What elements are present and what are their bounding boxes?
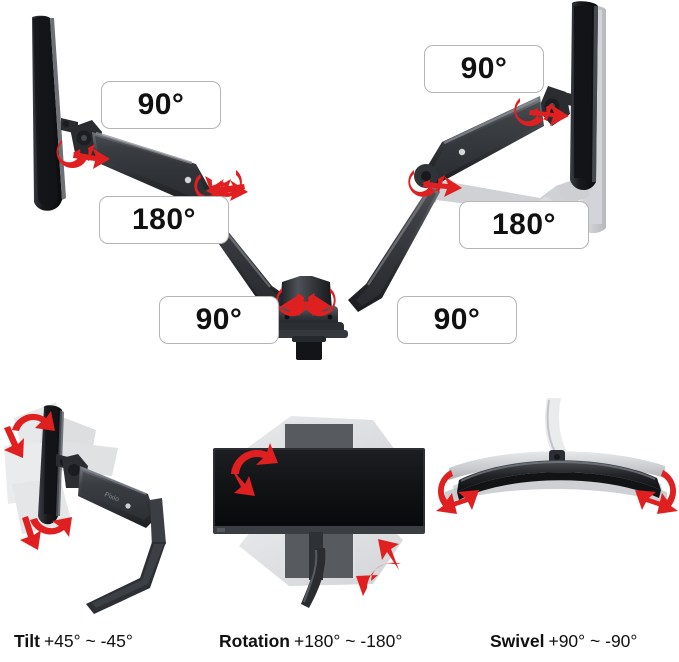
caption-tilt-range: +45° ~ -45° xyxy=(43,631,133,651)
angle-badge-right-tilt: 90° xyxy=(424,45,544,93)
arrow-base-right xyxy=(281,288,336,317)
caption-row: Tilt+45° ~ -45° Rotation+180° ~ -180° Sw… xyxy=(0,626,679,662)
swivel-monitor xyxy=(457,460,661,500)
angle-badge-base-right: 90° xyxy=(397,296,517,344)
caption-swivel-name: Swivel xyxy=(490,631,545,651)
tilt-illustration-panel: Pixio xyxy=(0,392,200,622)
angle-badge-left-tilt: 90° xyxy=(101,81,221,129)
right-arm xyxy=(348,86,570,312)
rotation-illustration xyxy=(213,416,425,608)
tilt-illustration: Pixio xyxy=(4,402,166,614)
swivel-illustration xyxy=(436,398,678,514)
caption-tilt-name: Tilt xyxy=(14,631,40,651)
caption-swivel-range: +90° ~ -90° xyxy=(548,631,638,651)
angle-badge-left-elbow: 180° xyxy=(99,196,229,244)
rotation-illustration-panel xyxy=(205,392,430,622)
right-monitor xyxy=(556,1,598,191)
rotation-arrows xyxy=(56,98,569,317)
angle-badge-right-elbow: 180° xyxy=(459,201,589,249)
rotation-stand xyxy=(301,532,326,608)
swivel-illustration-panel xyxy=(435,392,679,622)
dual-arm-illustration xyxy=(31,1,606,360)
arrow-right-elbow xyxy=(408,170,462,197)
caption-swivel: Swivel+90° ~ -90° xyxy=(490,630,637,652)
arrow-left-elbow xyxy=(194,170,248,201)
caption-tilt: Tilt+45° ~ -45° xyxy=(14,630,133,652)
left-monitor xyxy=(31,15,78,211)
tilt-arm xyxy=(62,454,166,614)
angle-badge-base-left: 90° xyxy=(159,296,279,344)
caption-rotation-range: +180° ~ -180° xyxy=(293,631,403,651)
caption-rotation-name: Rotation xyxy=(219,631,290,651)
arrow-left-vesa xyxy=(56,140,110,169)
rotation-arrows xyxy=(231,443,401,596)
arrow-right-vesa xyxy=(514,98,569,127)
dual-arm-diagram: 90° 180° 90° 90° 90° 180° xyxy=(31,1,606,360)
caption-rotation: Rotation+180° ~ -180° xyxy=(219,630,402,652)
swivel-arrows xyxy=(436,470,678,514)
tilt-arrows xyxy=(4,411,72,550)
